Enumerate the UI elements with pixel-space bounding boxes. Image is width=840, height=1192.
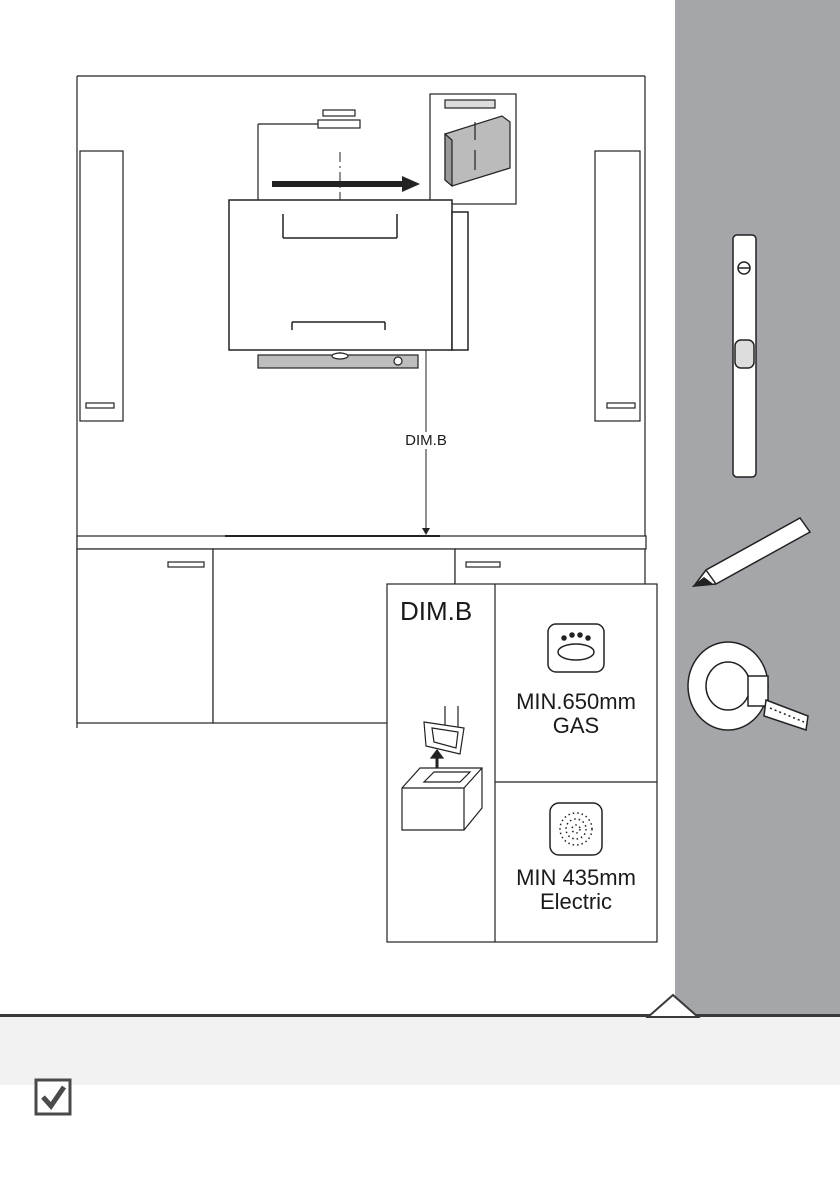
pencil-icon xyxy=(694,518,810,586)
spirit-level-icon xyxy=(733,235,756,477)
right-wall-cabinet xyxy=(595,151,640,421)
electric-requirement: MIN 435mm Electric xyxy=(496,866,656,914)
electric-hob-icon xyxy=(550,803,602,855)
gas-requirement: MIN.650mm GAS xyxy=(496,690,656,738)
chimney-inset xyxy=(430,94,516,204)
hood-panel xyxy=(229,200,468,350)
spirit-level-bar xyxy=(258,353,418,368)
left-wall-cabinet xyxy=(80,151,123,421)
checkbox-checked-icon xyxy=(36,1080,70,1114)
worktop xyxy=(77,536,646,549)
sidebar-notch xyxy=(648,995,698,1017)
electric-type-label: Electric xyxy=(496,890,656,914)
legend-title: DIM.B xyxy=(400,596,472,627)
electric-min-value: MIN 435mm xyxy=(496,866,656,890)
dim-b-label: DIM.B xyxy=(386,432,466,449)
gas-min-value: MIN.650mm xyxy=(496,690,656,714)
gas-burner-icon xyxy=(548,624,604,672)
direction-arrow xyxy=(272,176,420,192)
gas-type-label: GAS xyxy=(496,714,656,738)
tape-measure-icon xyxy=(688,642,808,730)
